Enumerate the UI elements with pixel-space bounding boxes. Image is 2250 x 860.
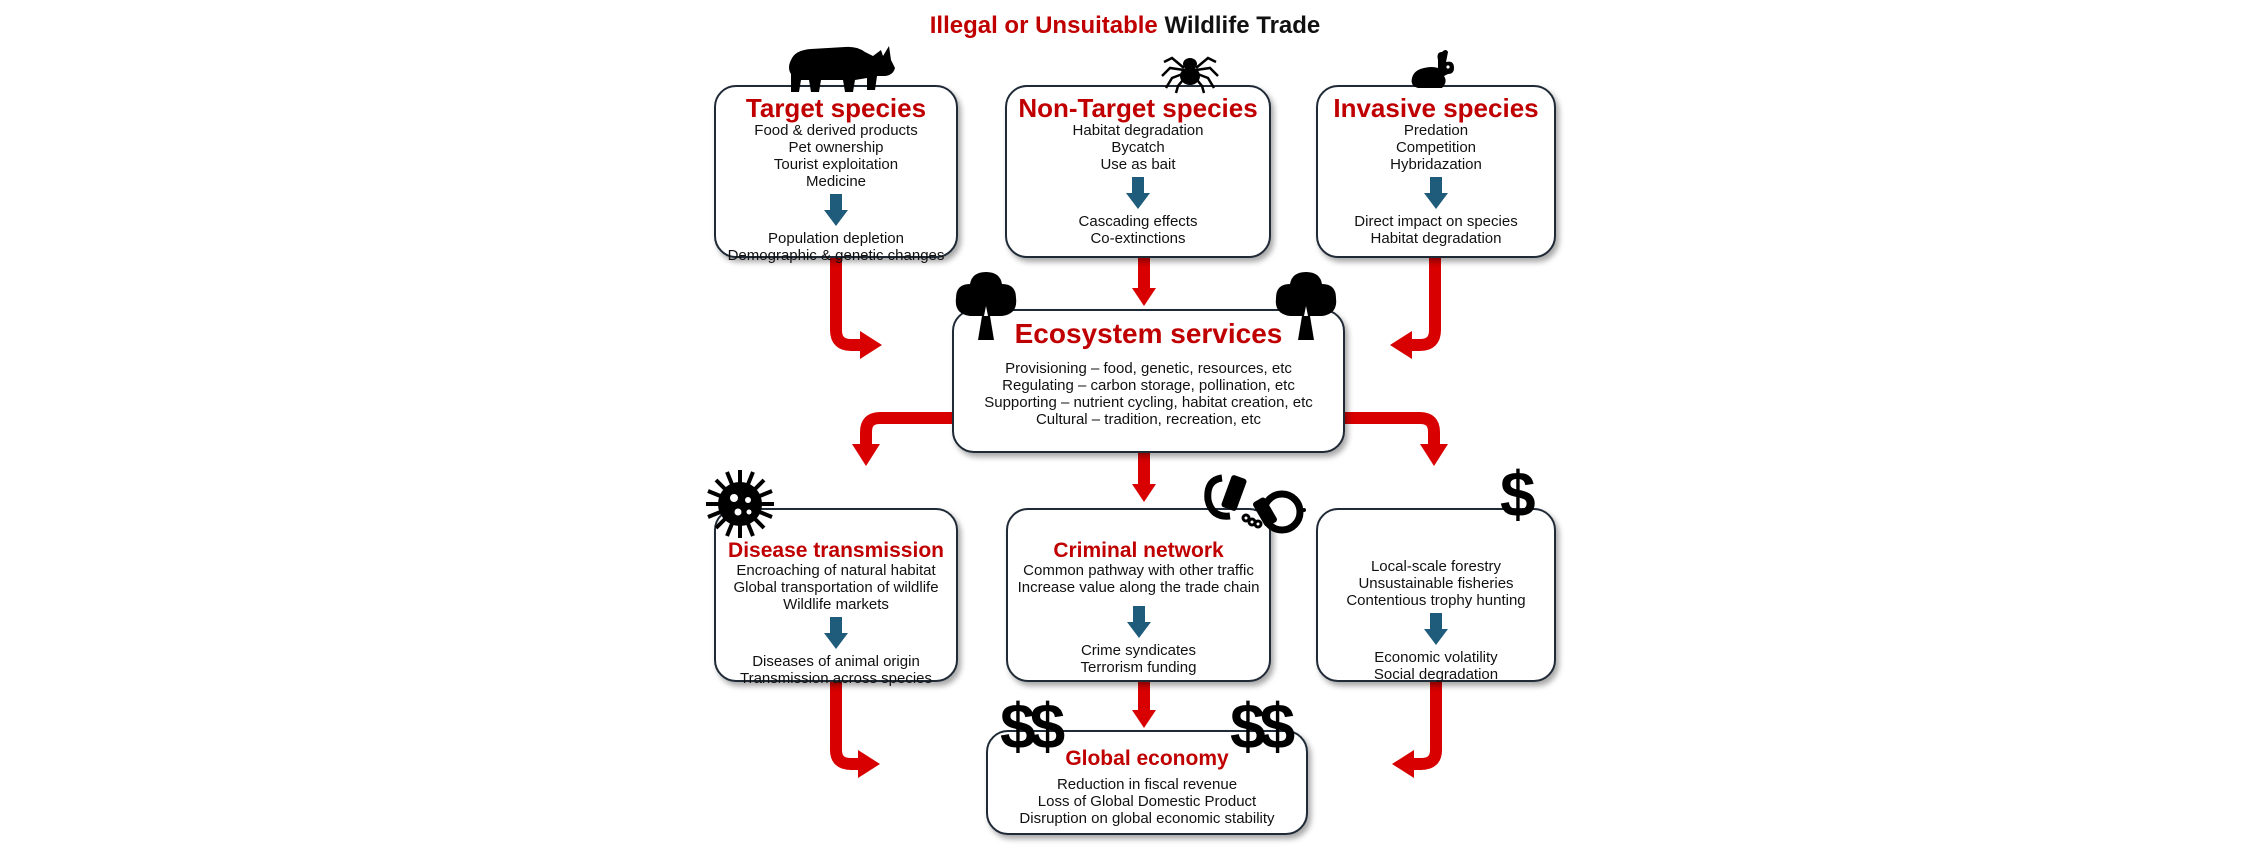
list-item: Competition [1395,139,1477,157]
arrow-economic-to-global [1412,682,1442,770]
list-item: Supporting – nutrient cycling, habitat c… [984,394,1313,412]
double-dollar-icon: $$ [1230,690,1295,762]
virus-icon [706,470,774,538]
tree-icon [1275,272,1337,340]
list-item: Diseases of animal origin [752,653,920,671]
invasive-effects: Direct impact on species Habitat degrada… [1318,213,1554,247]
title-rest: Wildlife Trade [1164,12,1321,39]
rhino-icon [789,46,895,92]
criminal-causes: Common pathway with other traffic Increa… [1008,562,1269,596]
criminal-network-box: Criminal network Common pathway with oth… [1006,508,1271,682]
list-item: Local-scale forestry [1370,558,1502,575]
global-items: Reduction in fiscal revenue Loss of Glob… [988,776,1306,827]
double-dollar-icon: $$ [1000,690,1065,762]
arrow-invasive-to-ecosystem [1410,258,1441,351]
invasive-species-title: Invasive species [1333,93,1539,123]
list-item: Bycatch [1111,139,1165,157]
non-target-effects: Cascading effects Co-extinctions [1007,213,1269,247]
list-item: Unsustainable fisheries [1358,575,1514,592]
list-item: Reduction in fiscal revenue [1056,776,1238,794]
economic-impacts-box: Local-scale forestry Unsustainable fishe… [1316,508,1556,683]
list-item: Habitat degradation [1072,122,1204,140]
global-economy-box: Global economy Reduction in fiscal reven… [986,730,1308,835]
list-item: Tourist exploitation [773,156,899,174]
list-item: Regulating – carbon storage, pollination… [1002,377,1295,395]
list-item: Food & derived products [754,122,918,140]
arrow-ecosystem-to-economic [1345,412,1440,446]
handcuffs-icon [1204,474,1306,534]
arrow-disease-to-global [830,682,860,770]
list-item: Provisioning – food, genetic, resources,… [1005,360,1292,378]
invasive-species-box: Invasive species Predation Competition H… [1316,85,1556,258]
list-item: Demographic & genetic changes [727,247,945,265]
list-item: Contentious trophy hunting [1346,592,1526,609]
target-causes: Food & derived products Pet ownership To… [716,122,956,190]
down-arrow-icon [1424,177,1448,211]
disease-causes: Encroaching of natural habitat Global tr… [716,562,956,613]
list-item: Medicine [805,173,867,191]
non-target-species-box: Non-Target species Habitat degradation B… [1005,85,1271,258]
list-item: Transmission across species [739,670,932,688]
non-target-species-title: Non-Target species [1018,93,1258,123]
list-item: Pet ownership [788,139,884,157]
down-arrow-icon [1126,606,1151,640]
list-item: Crime syndicates [1080,642,1197,660]
invasive-causes: Predation Competition Hybridazation [1318,122,1554,173]
list-item: Social degradation [1373,666,1499,683]
list-item: Co-extinctions [1090,230,1186,248]
list-item: Cultural – tradition, recreation, etc [1035,411,1262,429]
economic-effects: Economic volatility Social degradation [1318,649,1554,683]
list-item: Hybridazation [1390,156,1482,174]
rabbit-icon [1411,50,1454,88]
list-item: Habitat degradation [1370,230,1502,248]
arrow-ecosystem-to-disease [860,412,952,446]
list-item: Encroaching of natural habitat [736,562,936,580]
target-species-title: Target species [745,93,927,123]
list-item: Wildlife markets [783,596,889,614]
criminal-effects: Crime syndicates Terrorism funding [1008,642,1269,676]
diagram-title: Illegal or Unsuitable Wildlife Trade [0,12,2250,40]
ecosystem-services-box: Ecosystem services Provisioning – food, … [952,309,1345,453]
arrow-target-to-ecosystem [830,258,862,351]
list-item: Terrorism funding [1080,659,1197,677]
list-item: Use as bait [1100,156,1176,174]
list-item: Increase value along the trade chain [1017,579,1260,597]
disease-transmission-title: Disease transmission [728,539,944,562]
tree-icon [955,272,1017,340]
criminal-network-title: Criminal network [1053,539,1224,562]
title-highlight: Illegal or Unsuitable [929,12,1158,39]
disease-transmission-box: Disease transmission Encroaching of natu… [714,508,958,687]
list-item: Loss of Global Domestic Product [1037,793,1257,811]
economic-causes: Local-scale forestry Unsustainable fishe… [1318,558,1554,609]
down-arrow-icon [824,617,848,651]
down-arrow-icon [1126,177,1150,211]
list-item: Population depletion [768,230,904,248]
ecosystem-items: Provisioning – food, genetic, resources,… [954,360,1343,428]
spider-icon [1161,56,1219,94]
list-item: Direct impact on species [1354,213,1518,231]
dollar-icon: $ [1500,458,1536,530]
list-item: Common pathway with other traffic [1023,562,1254,580]
down-arrow-icon [824,194,848,228]
global-economy-title: Global economy [1065,747,1229,770]
target-effects: Population depletion Demographic & genet… [716,230,956,264]
ecosystem-services-title: Ecosystem services [1014,318,1283,349]
non-target-causes: Habitat degradation Bycatch Use as bait [1007,122,1269,173]
list-item: Economic volatility [1374,649,1498,666]
target-species-box: Target species Food & derived products P… [714,85,958,264]
down-arrow-icon [1424,613,1448,647]
list-item: Global transportation of wildlife [733,579,939,597]
list-item: Predation [1403,122,1469,140]
list-item: Disruption on global economic stability [1019,810,1275,828]
disease-effects: Diseases of animal origin Transmission a… [716,653,956,687]
list-item: Cascading effects [1078,213,1198,231]
